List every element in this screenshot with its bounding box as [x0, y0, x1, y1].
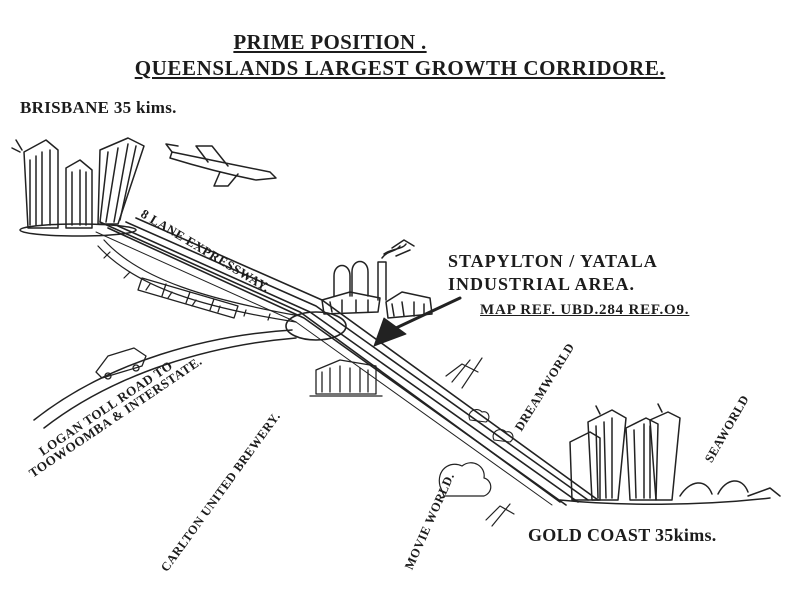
gold-coast-label: GOLD COAST 35kims.: [528, 525, 717, 545]
car-icon: [95, 347, 147, 380]
interchange: [285, 311, 347, 341]
roadside-trees: [468, 409, 514, 443]
map-ref-label: MAP REF. UBD.284 REF.O9.: [480, 302, 690, 318]
airplane-icon: [165, 143, 277, 187]
gold-coast-skyline-icon: [559, 403, 781, 506]
brewery-icon: [309, 359, 383, 397]
brisbane-label: BRISBANE 35 kims.: [20, 98, 177, 117]
pointer-arrow-icon: [394, 296, 462, 330]
factory-icon: [321, 239, 433, 319]
title-line-2: QUEENSLANDS LARGEST GROWTH CORRIDORE.: [134, 56, 666, 80]
train-icon: [137, 277, 239, 319]
dreamworld-icon: [445, 357, 483, 389]
title-line-1: PRIME POSITION .: [233, 30, 427, 54]
brisbane-skyline-icon: [11, 137, 145, 237]
movie-world-icon: [438, 462, 515, 527]
rail-line: [97, 239, 301, 323]
pointer-arrow-head: [373, 317, 407, 347]
logan-toll-road: [33, 329, 297, 429]
stapylton-label-line-2: INDUSTRIAL AREA.: [448, 274, 636, 294]
stapylton-label-line-1: STAPYLTON / YATALA: [448, 251, 658, 271]
